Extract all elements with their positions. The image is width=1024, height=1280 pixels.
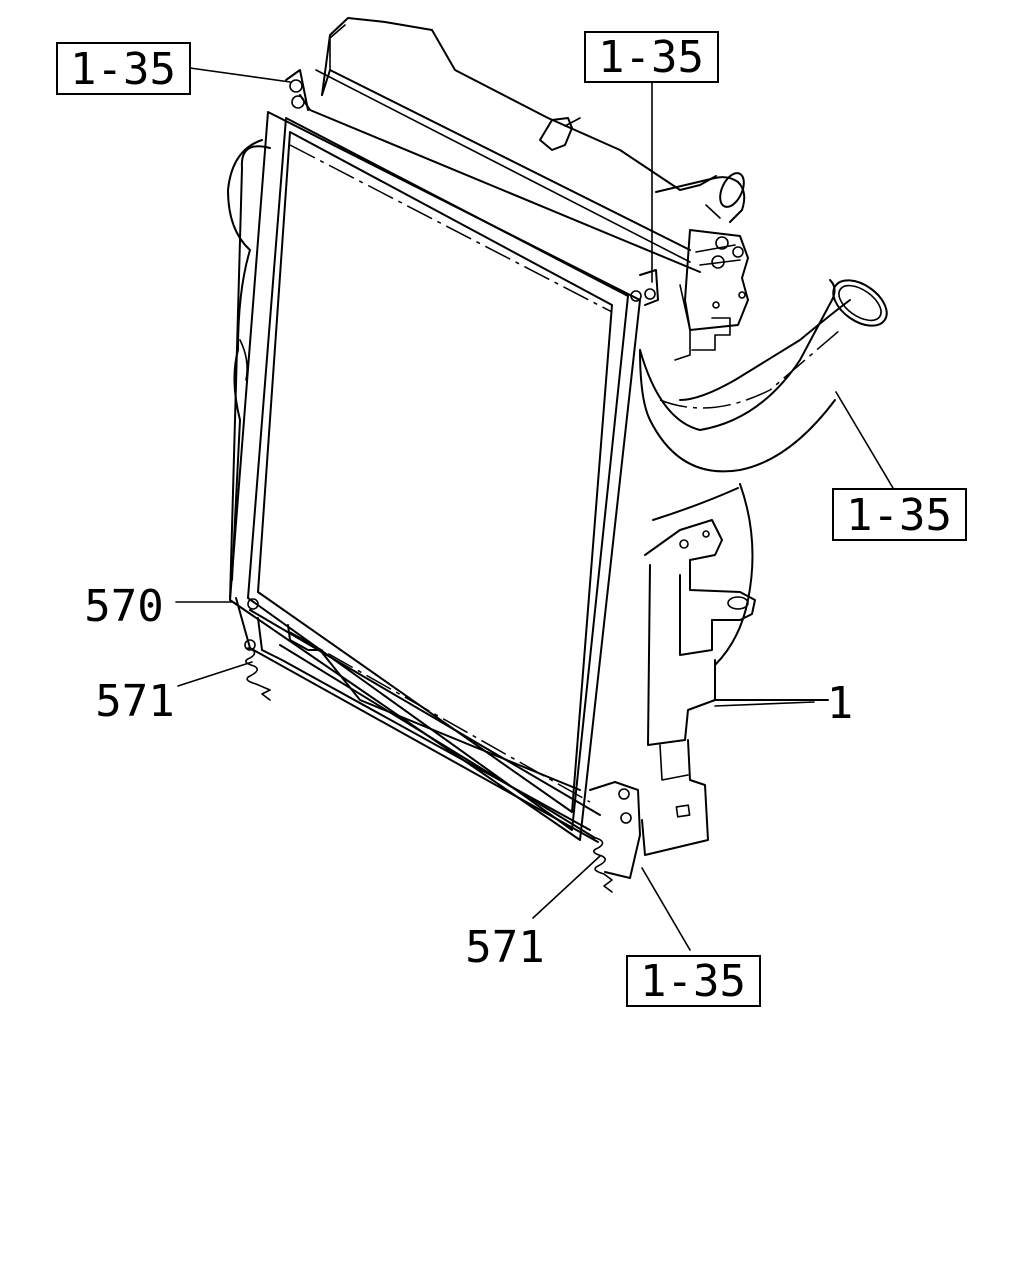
callout-text-ref-top-center: 1-35 <box>598 32 704 83</box>
leader-lines <box>175 67 894 951</box>
radiator-assembly-drawing <box>227 17 888 893</box>
callout-ref-bottom: 1-35 <box>626 955 761 1007</box>
part-number-571-left: 571 <box>95 676 174 727</box>
callout-text-ref-top-left: 1-35 <box>70 44 176 95</box>
callout-ref-top-left: 1-35 <box>56 42 191 95</box>
callout-ref-top-center: 1-35 <box>584 31 719 83</box>
part-number-570: 570 <box>84 581 163 632</box>
part-number-571-bottom: 571 <box>465 922 544 973</box>
callout-text-ref-right: 1-35 <box>846 490 952 541</box>
callout-ref-right: 1-35 <box>832 488 967 541</box>
callout-text-ref-bottom: 1-35 <box>640 956 746 1007</box>
part-number-1: 1 <box>827 678 854 729</box>
